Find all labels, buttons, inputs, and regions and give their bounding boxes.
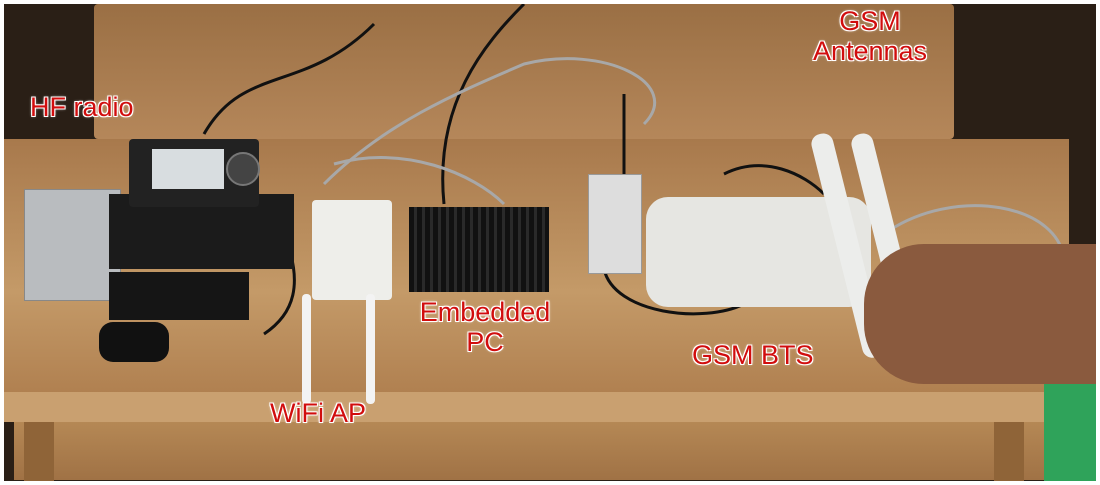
table-leg xyxy=(24,422,54,481)
hf-radio-screen xyxy=(152,149,224,189)
back-table xyxy=(94,4,954,139)
person-arms xyxy=(864,244,1096,384)
wifi-access-point xyxy=(312,200,392,300)
table-leg xyxy=(994,422,1024,481)
label-embedded-pc-line2: PC xyxy=(466,327,504,357)
wifi-antenna xyxy=(366,294,375,404)
poe-injector xyxy=(588,174,642,274)
label-embedded-pc: Embedded PC xyxy=(395,297,575,357)
label-hf-radio: HF radio xyxy=(30,92,134,122)
label-gsm-antennas-line1: GSM xyxy=(839,6,901,36)
person-shirt xyxy=(1044,384,1096,481)
label-gsm-bts: GSM BTS xyxy=(692,340,814,370)
label-embedded-pc-line1: Embedded xyxy=(419,297,551,327)
label-gsm-antennas-line2: Antennas xyxy=(812,36,928,66)
antenna-tuner xyxy=(109,272,249,320)
embedded-pc xyxy=(409,207,549,292)
label-gsm-antennas: GSM Antennas xyxy=(790,6,950,66)
equipment-photo xyxy=(4,4,1096,481)
power-supply xyxy=(24,189,121,301)
label-wifi-ap: WiFi AP xyxy=(270,398,367,428)
wifi-antenna xyxy=(302,294,311,404)
table-edge xyxy=(4,392,1064,422)
microphone xyxy=(99,322,169,362)
hf-radio-knob xyxy=(226,152,260,186)
table-apron xyxy=(14,422,1054,480)
